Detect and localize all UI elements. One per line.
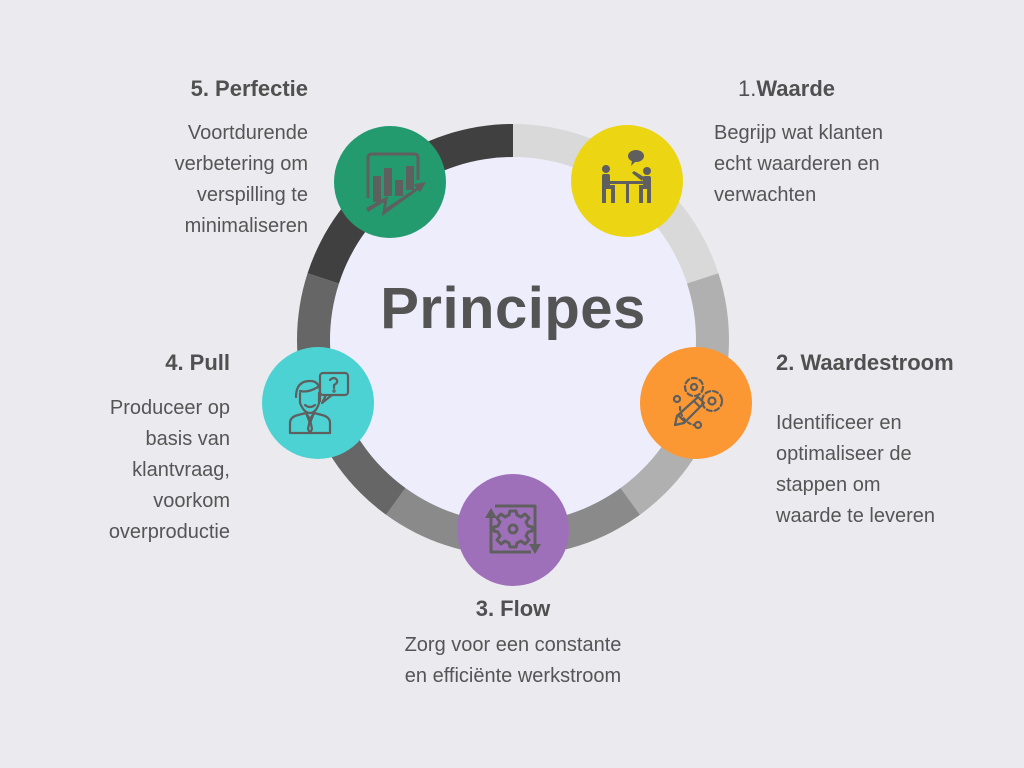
center-title: Principes [380,276,646,341]
gear-cycle-arrows-icon [485,504,541,554]
ring-segment-3 [386,488,640,557]
step-3-icon-circle [457,474,569,586]
step-5-description: Voortdurende verbetering om verspilling … [174,122,308,237]
step-4-icon-circle [262,347,374,459]
step-4-description: Produceer op basis van klantvraag, voork… [108,397,230,543]
customer-question-icon [288,371,350,435]
step-2-description: Identificeer en optimaliseer de stappen … [776,412,935,527]
step-3-title: 3. Flow [475,596,551,621]
ring-segment-5 [307,124,513,284]
step-1-description: Begrijp wat klanten echt waarderen en ve… [714,122,883,206]
ring-segment-4 [297,273,406,515]
step-4-title: 4. Pull [165,350,230,375]
meeting-conversation-icon [602,150,651,203]
pencil-gears-icon [672,376,724,430]
ring-segments [297,124,729,557]
step-1-name: Waarde [756,76,836,101]
ring-segment-1 [513,124,719,284]
step-2-title: 2. Waardestroom [776,350,954,375]
growth-chart-icon [366,152,426,216]
step-1-title: 1.Waarde [738,78,835,100]
center-disc [329,156,697,524]
step-3-description: Zorg voor een constante en efficiënte we… [404,634,622,687]
ring-segment-2 [620,273,729,515]
step-2-icon-circle [640,347,752,459]
step-5-title: 5. Perfectie [190,76,308,101]
step-5-icon-circle [334,126,446,238]
step-1-number: 1. [738,76,757,101]
step-1-icon-circle [571,125,683,237]
